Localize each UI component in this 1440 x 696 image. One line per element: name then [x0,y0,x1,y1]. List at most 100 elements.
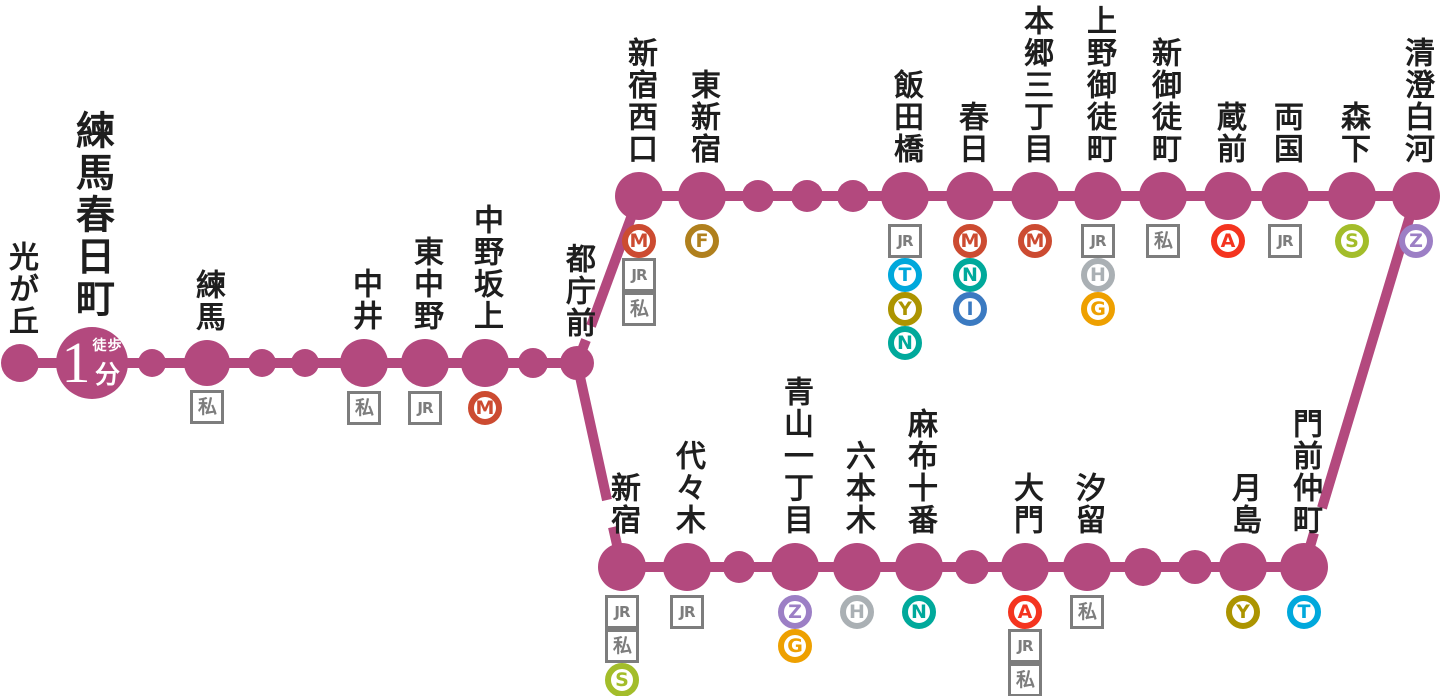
pass-dot [1124,548,1162,586]
station-label-kiyosumi-shirakawa: 清澄白河 [1400,37,1433,165]
station-dot-daimon [1001,543,1049,591]
transfer-icons-nakai: 私 [347,391,381,425]
transfer-icon-G-ueno-okachimachi: G [1081,292,1115,326]
transfer-icon-I-kasuga: I [953,292,987,326]
transfer-icons-nakano-sakaue: M [468,391,502,425]
station-dot-hongo-sanchome [1011,172,1059,220]
transfer-icons-tsukishima: Y [1226,595,1260,629]
transfer-icon-T-iidabashi: T [888,258,922,292]
transfer-icons-nerima: 私 [190,390,224,424]
transfer-icon-M-hongo-sanchome: M [1018,224,1052,258]
station-dot-nerima-kasugacho [56,327,128,399]
transfer-icon-Y-iidabashi: Y [888,292,922,326]
station-dot-nerima [184,340,230,386]
transfer-icons-monzen-nakacho: T [1287,595,1321,629]
transfer-icons-morishita: S [1335,224,1369,258]
transfer-icon-S-morishita: S [1335,224,1369,258]
transfer-icon-Z-kiyosumi-shirakawa: Z [1399,224,1433,258]
transfer-icons-yoyogi: JR [670,595,704,629]
transfer-icon-JR-ryogoku: JR [1268,224,1302,258]
station-dot-morishita [1328,172,1376,220]
station-label-nakai: 中井 [348,268,381,332]
station-label-ryogoku: 両国 [1269,101,1302,165]
station-dot-nakano-sakaue [461,339,509,387]
station-label-morishita: 森下 [1336,101,1369,165]
station-label-shinjuku: 新宿 [606,472,639,536]
station-dot-kasuga [946,172,994,220]
transfer-icons-higashi-shinjuku: F [685,224,719,258]
transfer-icon-G-aoyama-itchome: G [778,629,812,663]
transfer-icon-Z-aoyama-itchome: Z [778,595,812,629]
transfer-icon-JR-daimon: JR [1008,629,1042,663]
pass-dot [248,349,276,377]
station-label-shiodome: 汐留 [1071,472,1104,536]
pass-dot [791,180,823,212]
station-dot-ueno-okachimachi [1074,172,1122,220]
route-line-segment [572,361,612,502]
walk-unit-column: 徒歩 分 [93,335,123,391]
station-dot-shiodome [1063,543,1111,591]
transfer-icons-azabu-juban: N [902,595,936,629]
pass-dot [723,551,755,583]
station-label-hongo-sanchome: 本郷三丁目 [1019,5,1052,165]
station-label-nakano-sakaue: 中野坂上 [469,204,502,332]
pass-dot [291,349,319,377]
pass-dot [742,180,774,212]
transfer-icon-P-nerima: 私 [190,390,224,424]
transfer-icon-JR-shinjuku: JR [605,595,639,629]
transfer-icon-JR-shinjuku-nishiguchi: JR [622,258,656,292]
station-label-kuramae: 蔵前 [1212,101,1245,165]
station-label-aoyama-itchome: 青山一丁目 [779,376,812,536]
transfer-icon-H-ueno-okachimachi: H [1081,258,1115,292]
transfer-icon-T-monzen-nakacho: T [1287,595,1321,629]
station-label-hikarigaoka: 光が丘 [4,241,37,337]
transfer-icon-S-shinjuku: S [605,663,639,696]
station-label-higashi-nakano: 東中野 [409,236,442,332]
transfer-icon-P-nakai: 私 [347,391,381,425]
walk-time-badge: 1 徒歩 分 [61,330,123,396]
transfer-icon-P-shinjuku-nishiguchi: 私 [622,292,656,326]
walk-unit-label: 徒歩 [92,339,123,354]
transfer-icon-P-shin-okachimachi: 私 [1146,224,1180,258]
transfer-icon-JR-ueno-okachimachi: JR [1081,224,1115,258]
station-dot-higashi-nakano [401,339,449,387]
transfer-icon-JR-higashi-nakano: JR [408,391,442,425]
transfer-icon-P-daimon: 私 [1008,663,1042,696]
pass-dot [138,349,166,377]
walk-minutes-number: 1 [61,330,91,396]
transfer-icon-A-kuramae: A [1211,224,1245,258]
walk-minute-suffix: 分 [94,362,120,389]
transfer-icon-P-shinjuku: 私 [605,629,639,663]
station-label-higashi-shinjuku: 東新宿 [686,69,719,165]
transfer-icons-hongo-sanchome: M [1018,224,1052,258]
transfer-icon-H-roppongi: H [840,595,874,629]
pass-dot [837,180,869,212]
transfer-icon-N-azabu-juban: N [902,595,936,629]
transfer-icon-JR-iidabashi: JR [888,224,922,258]
transfer-icons-shin-okachimachi: 私 [1146,224,1180,258]
station-dot-azabu-juban [895,543,943,591]
pass-dot [955,550,989,584]
station-label-tsukishima: 月島 [1227,472,1260,536]
station-dot-tsukishima [1219,543,1267,591]
station-dot-yoyogi [663,543,711,591]
transfer-icon-A-daimon: A [1008,595,1042,629]
station-label-nerima: 練馬 [191,269,224,333]
transfer-icon-P-shiodome: 私 [1070,595,1104,629]
transfer-icons-shiodome: 私 [1070,595,1104,629]
station-dot-nakai [340,339,388,387]
station-dot-higashi-shinjuku [678,172,726,220]
transfer-icon-M-nakano-sakaue: M [468,391,502,425]
station-dot-hikarigaoka [1,344,39,382]
transfer-icon-N-iidabashi: N [888,326,922,360]
transfer-icons-higashi-nakano: JR [408,391,442,425]
station-label-roppongi: 六本木 [841,440,874,536]
station-dot-kiyosumi-shirakawa [1392,172,1440,220]
station-dot-tochomae [560,346,594,380]
station-label-yoyogi: 代々木 [671,440,704,536]
